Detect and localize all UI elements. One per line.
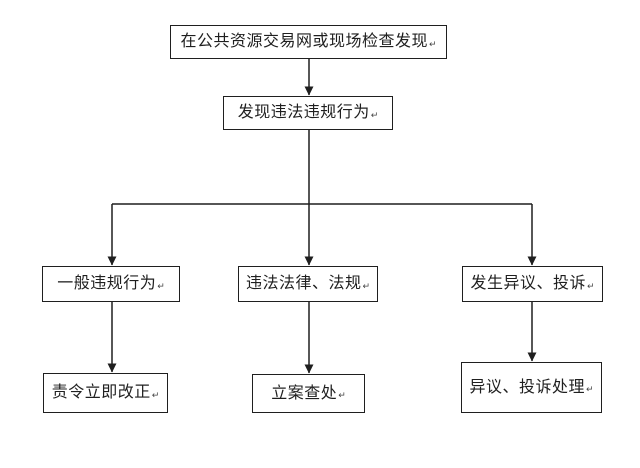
node-label: 违法法律、法规 — [245, 275, 362, 292]
paragraph-mark: ↵ — [585, 385, 594, 395]
flow-node-order-correction: 责令立即改正↵ — [43, 373, 168, 413]
flow-node-complaint-handling: 异议、投诉处理↵ — [461, 362, 602, 413]
paragraph-mark: ↵ — [362, 281, 371, 292]
paragraph-mark: ↵ — [428, 39, 437, 50]
node-label: 一般违规行为 — [57, 275, 157, 292]
node-label: 异议、投诉处理 — [469, 378, 585, 396]
node-label: 发现违法违规行为 — [237, 104, 370, 121]
flow-node-objection-complaint: 发生异议、投诉↵ — [462, 266, 603, 302]
flow-node-general-violation: 一般违规行为↵ — [42, 266, 180, 302]
node-label: 立案查处 — [271, 384, 338, 402]
flow-node-case-filing: 立案查处↵ — [252, 374, 365, 413]
node-label: 责令立即改正 — [51, 384, 151, 401]
flow-node-violation-found: 发现违法违规行为↵ — [223, 96, 393, 130]
paragraph-mark: ↵ — [151, 390, 160, 401]
paragraph-mark: ↵ — [370, 110, 379, 121]
paragraph-mark: ↵ — [586, 281, 595, 292]
node-label: 在公共资源交易网或现场检查发现 — [180, 33, 428, 50]
flow-node-source: 在公共资源交易网或现场检查发现↵ — [170, 25, 447, 59]
node-label: 发生异议、投诉 — [470, 275, 586, 292]
flow-node-law-violation: 违法法律、法规↵ — [238, 266, 378, 302]
paragraph-mark: ↵ — [338, 391, 346, 401]
paragraph-mark: ↵ — [157, 281, 165, 292]
